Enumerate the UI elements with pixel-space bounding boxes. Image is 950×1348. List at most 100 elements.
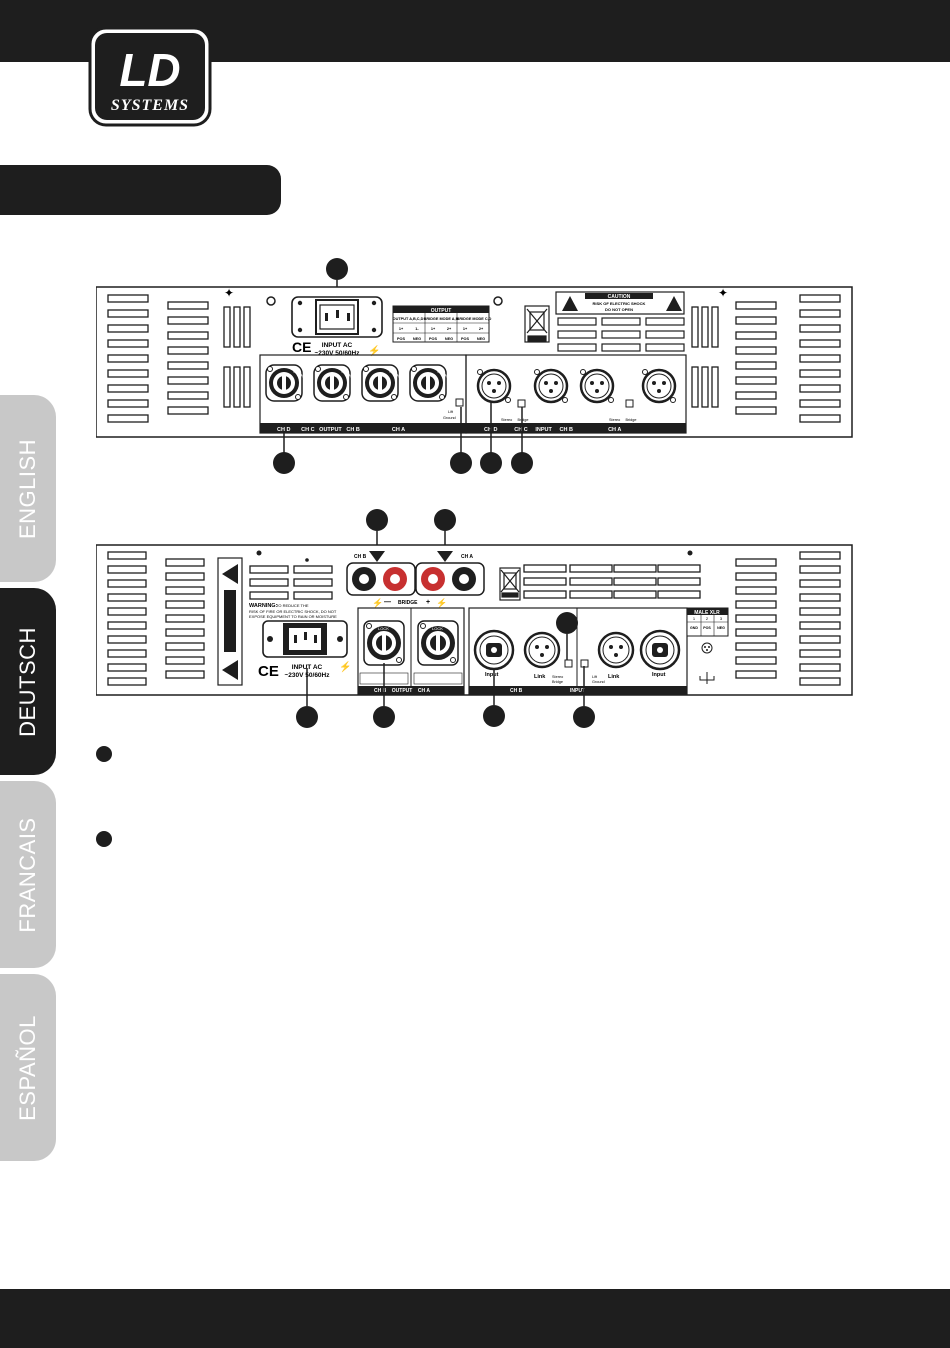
ce-mark: CE — [258, 663, 279, 680]
svg-text:BRIDGE MODE A,B: BRIDGE MODE A,B — [424, 317, 459, 321]
svg-text:POS: POS — [703, 626, 711, 630]
logo-ld: LD — [119, 44, 180, 96]
list-bullet — [96, 831, 112, 847]
svg-text:EXPOSE EQUIPMENT TO RAIN OR MO: EXPOSE EQUIPMENT TO RAIN OR MOISTURE — [249, 614, 337, 619]
input-ch-b: CH B — [510, 688, 523, 694]
tab-deutsch[interactable]: DEUTSCH — [0, 588, 56, 775]
ch-a-label: CH A — [461, 554, 473, 560]
power-inlet-icon — [262, 620, 348, 658]
ld-systems-logo: LD SYSTEMS — [88, 26, 212, 127]
tab-deutsch-label: DEUTSCH — [15, 626, 40, 737]
svg-text:—: — — [384, 599, 391, 606]
bridge-label: BRIDGE — [398, 600, 418, 606]
svg-text:1+: 1+ — [431, 327, 436, 331]
output-table-title: OUTPUT — [431, 308, 452, 314]
svg-text:✦: ✦ — [224, 286, 234, 300]
svg-text:NEG: NEG — [477, 337, 485, 341]
svg-text:Ground: Ground — [443, 416, 456, 420]
svg-text:OUTPUT A,B,C,D: OUTPUT A,B,C,D — [393, 317, 424, 321]
combo-input-connector — [473, 629, 515, 671]
svg-text:2+: 2+ — [447, 327, 452, 331]
svg-text:✦: ✦ — [718, 286, 728, 300]
left-vents — [107, 294, 251, 423]
callout-marker — [434, 509, 456, 531]
tab-espanol-label: ESPAÑOL — [15, 1014, 40, 1121]
svg-text:TO REDUCE THE: TO REDUCE THE — [276, 603, 309, 608]
warning-title: WARNING: — [249, 603, 278, 609]
tab-francais[interactable]: FRANCAIS — [0, 781, 56, 968]
svg-text:1+: 1+ — [463, 327, 468, 331]
tab-english[interactable]: ENGLISH — [0, 395, 56, 582]
svg-text:GND: GND — [690, 626, 698, 630]
svg-text:LOCK: LOCK — [378, 626, 389, 631]
svg-text:LOCK: LOCK — [432, 626, 443, 631]
svg-text:LOCK: LOCK — [437, 369, 449, 379]
svg-text:3: 3 — [720, 616, 723, 621]
binding-posts — [346, 551, 485, 596]
speakon-connectors: LOCK LOCK LOCK LOCK — [265, 364, 449, 402]
right-vents — [691, 294, 841, 423]
svg-text:Stereo: Stereo — [552, 675, 563, 679]
svg-text:Ground: Ground — [592, 680, 605, 684]
footer-bar — [0, 1289, 950, 1348]
callout-marker — [296, 706, 318, 728]
svg-text:1-: 1- — [415, 327, 419, 331]
list-bullet — [96, 746, 112, 762]
svg-text:⚡: ⚡ — [368, 344, 380, 357]
ch-b-label: CH B — [354, 554, 367, 560]
rear-panel-2ch-diagram: CH B CH A ⚡ — BRIDGE + ⚡ WARNING: TO RED… — [96, 509, 853, 728]
logo-systems: SYSTEMS — [111, 97, 189, 114]
warning-sticker — [217, 557, 243, 686]
weee-bin-icon — [524, 305, 550, 343]
ce-mark: CE — [292, 339, 311, 355]
svg-text:Lift: Lift — [448, 410, 454, 414]
tab-english-label: ENGLISH — [15, 438, 40, 539]
svg-text:LOCK: LOCK — [341, 369, 353, 379]
svg-text:NEG: NEG — [413, 337, 421, 341]
input-ac-label: INPUT AC — [292, 664, 323, 671]
power-inlet-icon — [291, 296, 383, 338]
output-channels-label: CH D CH C OUTPUT CH B CH A — [277, 427, 405, 433]
svg-text:Bridge: Bridge — [552, 680, 563, 684]
svg-text:POS: POS — [397, 337, 405, 341]
svg-text:Stereo Bridge: Stereo Bridge — [501, 418, 528, 422]
caution-title: CAUTION — [608, 294, 631, 300]
callout-marker — [480, 452, 502, 474]
svg-text:⚡: ⚡ — [372, 597, 383, 609]
speakon-connector: LOCK — [417, 620, 459, 666]
svg-text:Link: Link — [608, 674, 620, 680]
input-channels-label: CH D CH C INPUT CH B CH A — [484, 427, 621, 433]
callout-marker — [556, 612, 578, 634]
svg-text:POS: POS — [461, 337, 469, 341]
svg-text:1+: 1+ — [399, 327, 404, 331]
section-title-bar — [0, 165, 281, 215]
svg-text:Input: Input — [485, 672, 499, 678]
svg-text:Stereo Bridge: Stereo Bridge — [609, 418, 636, 422]
xlr-link-connector — [523, 631, 561, 669]
callout-marker — [273, 452, 295, 474]
svg-text:+: + — [426, 599, 430, 606]
svg-text:RISK OF ELECTRIC SHOCK: RISK OF ELECTRIC SHOCK — [593, 301, 646, 306]
male-xlr-title: MALE XLR — [694, 610, 720, 616]
svg-text:BRIDGE MODE C,D: BRIDGE MODE C,D — [457, 317, 492, 321]
tab-espanol[interactable]: ESPAÑOL — [0, 974, 56, 1161]
speakon-connector: LOCK — [363, 620, 405, 666]
xlr-link-connector — [597, 631, 635, 669]
svg-text:Link: Link — [534, 674, 546, 680]
voltage-label: ~230V 50/60Hz — [315, 350, 361, 357]
male-xlr-table: MALE XLR 1 2 3 GND POS NEG — [686, 607, 729, 684]
svg-text:NEG: NEG — [445, 337, 453, 341]
svg-text:LOCK: LOCK — [389, 369, 401, 379]
tab-francais-label: FRANCAIS — [15, 816, 40, 933]
input-label: INPUT — [570, 688, 585, 694]
svg-text:NEG: NEG — [717, 626, 725, 630]
callout-marker — [450, 452, 472, 474]
svg-text:RISK OF FIRE OR ELECTRIC SHOCK: RISK OF FIRE OR ELECTRIC SHOCK, DO NOT — [249, 609, 337, 614]
svg-text:POS: POS — [429, 337, 437, 341]
callout-marker — [483, 705, 505, 727]
svg-text:LOCK: LOCK — [293, 369, 305, 379]
input-ac-label: INPUT AC — [322, 342, 353, 349]
callout-marker — [366, 509, 388, 531]
svg-text:1: 1 — [693, 616, 696, 621]
caution-label: CAUTION RISK OF ELECTRIC SHOCK DO NOT OP… — [555, 291, 685, 315]
